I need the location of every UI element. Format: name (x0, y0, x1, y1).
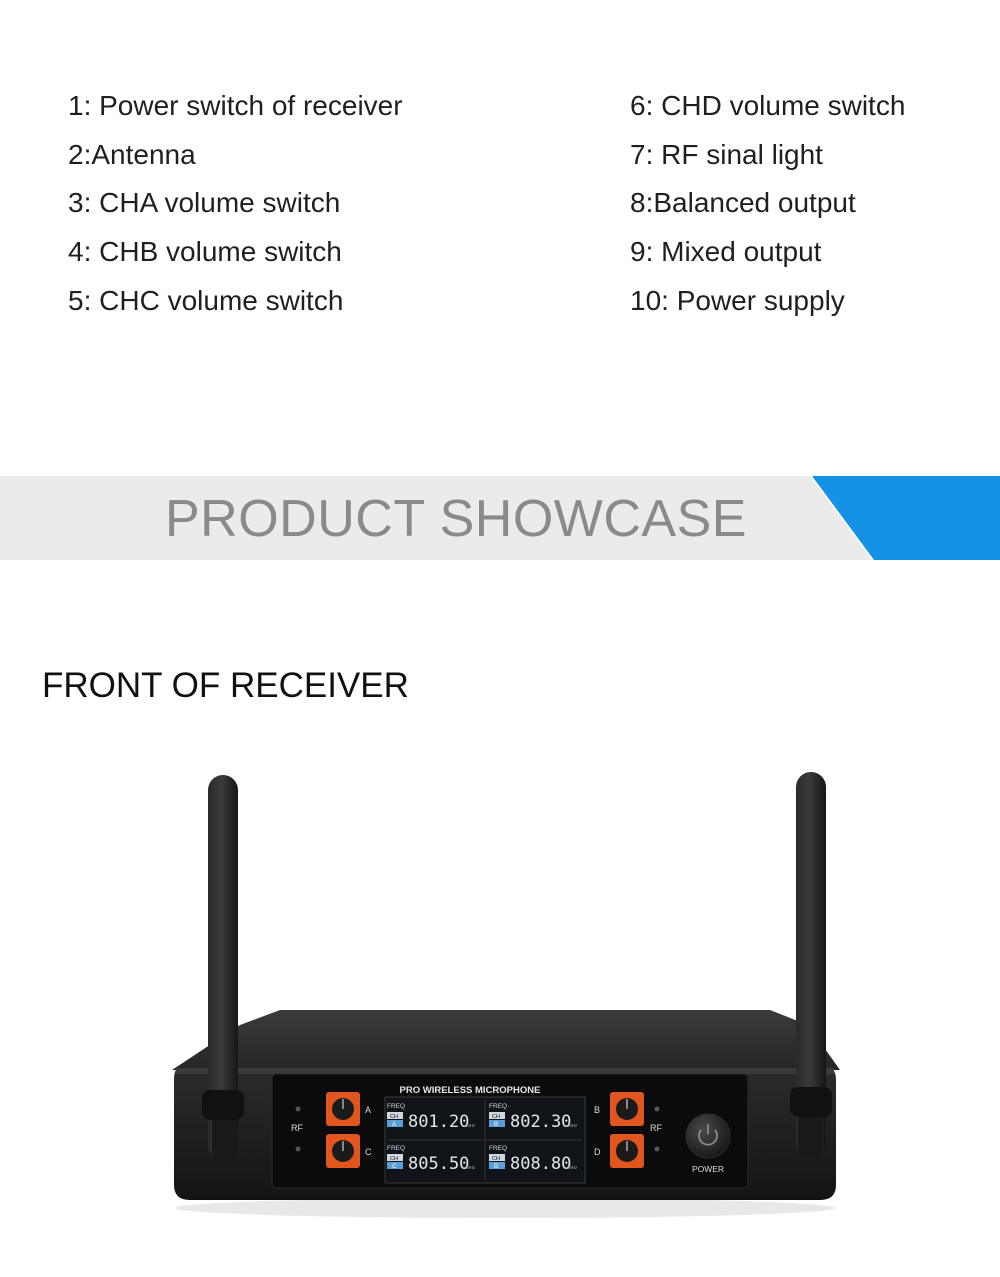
freq-label: FREQ (387, 1145, 405, 1152)
channel-letter: B (594, 1105, 600, 1115)
banner-accent (810, 476, 1000, 560)
rf-light (654, 1106, 660, 1112)
legend-item: 7: RF sinal light (630, 138, 823, 170)
mhz-label: MHz (568, 1165, 578, 1170)
brand-label: PRO WIRELESS MICROPHONE (400, 1085, 541, 1096)
legend-column-right: 6: CHD volume switch 7: RF sinal light 8… (630, 82, 905, 326)
cha-volume-knob[interactable] (326, 1092, 360, 1126)
antenna-left (202, 775, 244, 1160)
rf-light (295, 1106, 301, 1112)
legend-item: 3: CHA volume switch (68, 187, 341, 219)
rf-label: RF (291, 1123, 303, 1133)
section-title: FRONT OF RECEIVER (42, 666, 409, 705)
power-icon (698, 1124, 718, 1146)
ch-label: CH (492, 1114, 500, 1120)
channel-letter: A (365, 1105, 371, 1115)
ch-label: CH (390, 1156, 398, 1162)
channel-tag: D (494, 1164, 499, 1170)
legend-item: 4: CHB volume switch (68, 236, 342, 268)
channel-letter: C (365, 1147, 372, 1157)
mhz-label: MHz (568, 1123, 578, 1128)
legend-item: 5: CHC volume switch (68, 284, 344, 316)
legend-item: 2:Antenna (68, 138, 196, 170)
legend-column-left: 1: Power switch of receiver 2:Antenna 3:… (68, 82, 403, 326)
frequency-readout-b: 802.30 (510, 1112, 571, 1132)
frequency-readout-c: 805.50 (408, 1154, 469, 1174)
legend-item: 1: Power switch of receiver (68, 90, 403, 121)
channel-tag: A (392, 1122, 396, 1128)
mhz-label: MHz (466, 1123, 476, 1128)
ch-label: CH (390, 1114, 398, 1120)
rf-label: RF (650, 1123, 662, 1133)
rf-light (654, 1146, 660, 1152)
freq-label: FREQ (489, 1103, 507, 1110)
rf-light (295, 1146, 301, 1152)
chb-volume-knob[interactable] (610, 1092, 644, 1126)
legend-item: 9: Mixed output (630, 236, 822, 268)
legend-item: 10: Power supply (630, 284, 845, 316)
legend-item: 6: CHD volume switch (630, 90, 906, 121)
channel-tag: C (392, 1164, 397, 1170)
mhz-label: MHz (466, 1165, 476, 1170)
legend-item: 8:Balanced output (630, 187, 856, 219)
antenna-right (790, 772, 832, 1157)
banner-title: PRODUCT SHOWCASE (165, 490, 747, 548)
channel-tag: B (494, 1122, 498, 1128)
power-label: POWER (692, 1164, 724, 1174)
ch-label: CH (492, 1156, 500, 1162)
channel-letter: D (594, 1147, 601, 1157)
frequency-readout-d: 808.80 (510, 1154, 571, 1174)
chc-volume-knob[interactable] (326, 1134, 360, 1168)
section-banner: PRODUCT SHOWCASE (0, 476, 1000, 560)
power-button[interactable] (685, 1113, 731, 1159)
freq-label: FREQ (489, 1145, 507, 1152)
receiver-image: PRO WIRELESS MICROPHONE RF RF A C B D FR… (172, 772, 840, 1218)
frequency-readout-a: 801.20 (408, 1112, 469, 1132)
receiver-top (172, 1010, 840, 1070)
chd-volume-knob[interactable] (610, 1134, 644, 1168)
freq-label: FREQ (387, 1103, 405, 1110)
